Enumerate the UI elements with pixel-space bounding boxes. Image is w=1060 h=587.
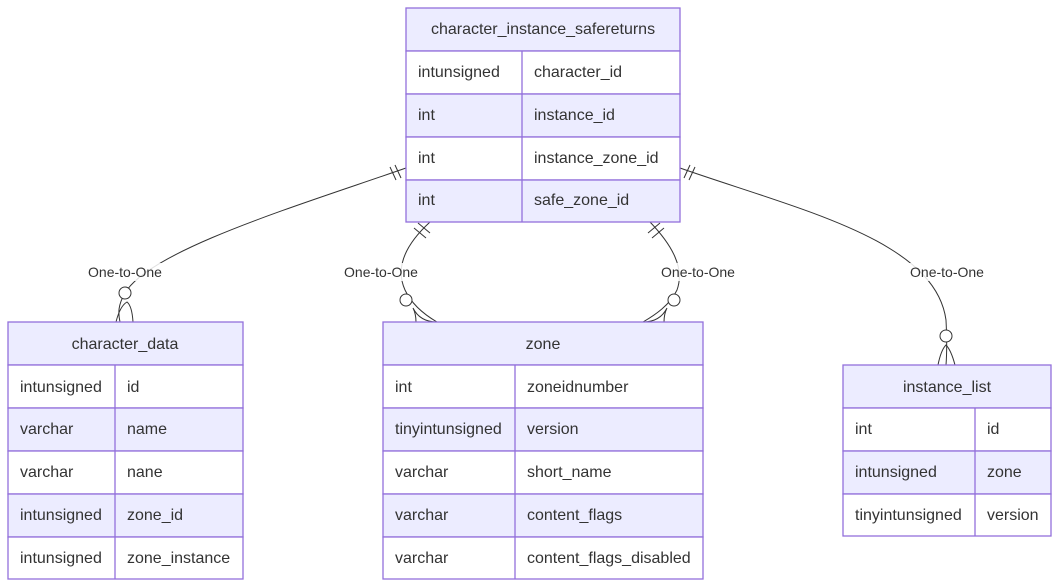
attr-type: int bbox=[418, 192, 435, 209]
attr-type: intunsigned bbox=[855, 464, 937, 481]
attr-type: intunsigned bbox=[418, 64, 500, 81]
entity-instance-list: instance_list int id intunsigned zone ti… bbox=[842, 364, 1052, 537]
rel-line-character-data bbox=[118, 167, 407, 323]
attr-type: varchar bbox=[395, 507, 449, 524]
rel-label-4: One-to-One bbox=[909, 263, 985, 281]
one-marker-rel3 bbox=[647, 222, 665, 239]
zero-many-marker-rel1 bbox=[115, 286, 134, 323]
entity-title: character_data bbox=[72, 336, 179, 353]
zero-many-marker-rel2 bbox=[399, 293, 438, 323]
rel-line-zone-left bbox=[400, 221, 438, 323]
attr-type: int bbox=[418, 107, 435, 124]
svg-text:One-to-One: One-to-One bbox=[661, 264, 735, 280]
attr-name: zone bbox=[987, 464, 1022, 481]
entity-title: zone bbox=[526, 336, 561, 353]
attr-type: intunsigned bbox=[20, 379, 102, 396]
attr-name: zoneidnumber bbox=[527, 379, 629, 396]
attr-type: intunsigned bbox=[20, 550, 102, 567]
attr-type: int bbox=[855, 421, 872, 438]
attr-type: varchar bbox=[395, 464, 449, 481]
entity-character-data: character_data intunsigned id varchar na… bbox=[7, 321, 244, 580]
one-marker-rel2 bbox=[413, 222, 431, 239]
entity-title: instance_list bbox=[903, 379, 992, 396]
relationships: One-to-One One-to-One One-to-One One-to-… bbox=[88, 164, 985, 366]
entity-character-instance-safereturns: character_instance_safereturns intunsign… bbox=[405, 7, 681, 223]
attr-name: instance_zone_id bbox=[534, 150, 659, 167]
attr-name: name bbox=[127, 421, 167, 438]
one-marker-rel4 bbox=[683, 164, 696, 181]
entity-title: character_instance_safereturns bbox=[431, 21, 655, 38]
svg-text:One-to-One: One-to-One bbox=[344, 264, 418, 280]
attr-type: varchar bbox=[20, 464, 74, 481]
rel-label-2: One-to-One bbox=[343, 263, 419, 281]
attr-name: short_name bbox=[527, 464, 612, 481]
one-marker-rel1 bbox=[389, 164, 402, 181]
attr-name: zone_instance bbox=[127, 550, 230, 567]
rel-line-zone-right bbox=[642, 221, 680, 323]
entity-zone: zone int zoneidnumber tinyintunsigned ve… bbox=[382, 321, 704, 580]
attr-name: content_flags bbox=[527, 507, 622, 524]
attr-type: intunsigned bbox=[20, 507, 102, 524]
attr-name: safe_zone_id bbox=[534, 192, 629, 209]
attr-type: varchar bbox=[20, 421, 74, 438]
attr-name: id bbox=[987, 421, 999, 438]
rel-label-1: One-to-One bbox=[88, 263, 162, 281]
attr-type: varchar bbox=[395, 550, 449, 567]
attr-name: content_flags_disabled bbox=[527, 550, 691, 567]
attr-type: int bbox=[418, 150, 435, 167]
attr-name: id bbox=[127, 379, 139, 396]
attr-name: instance_id bbox=[534, 107, 615, 124]
rel-label-3: One-to-One bbox=[660, 263, 736, 281]
attr-type: tinyintunsigned bbox=[855, 507, 962, 524]
svg-text:One-to-One: One-to-One bbox=[88, 264, 162, 280]
zero-many-marker-rel4 bbox=[937, 329, 956, 366]
attr-name: version bbox=[987, 507, 1039, 524]
attr-type: tinyintunsigned bbox=[395, 421, 502, 438]
attr-name: nane bbox=[127, 464, 163, 481]
svg-text:One-to-One: One-to-One bbox=[910, 264, 984, 280]
attr-type: int bbox=[395, 379, 412, 396]
attr-name: version bbox=[527, 421, 579, 438]
attr-name: zone_id bbox=[127, 507, 183, 524]
zero-many-marker-rel3 bbox=[642, 293, 681, 323]
attr-name: character_id bbox=[534, 64, 622, 81]
